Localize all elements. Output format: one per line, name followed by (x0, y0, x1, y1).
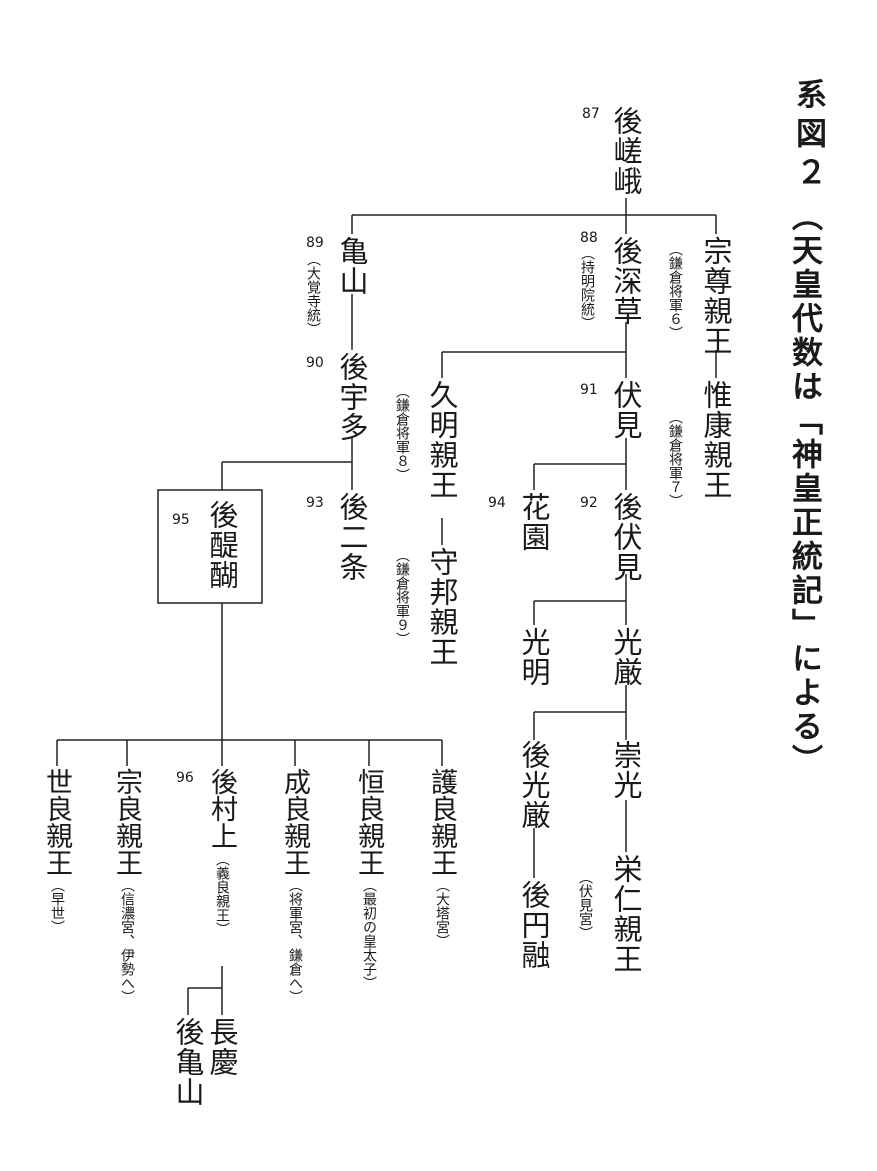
note-nariyoshi: （将軍宮、鎌倉へ） (287, 878, 303, 1004)
page-title: 系図２ (790, 78, 826, 195)
node-gomurakami: 後村上 (206, 768, 237, 849)
note-shogun7: （鎌倉将軍７） (667, 410, 683, 508)
node-kameyama: 亀山 (335, 236, 369, 296)
note-shogun8: （鎌倉将軍８） (394, 384, 410, 482)
node-yoshihito: 栄仁親王 (609, 854, 643, 974)
node-munetaka: 宗尊親王 (699, 236, 733, 356)
number-gofushimi: 92 (580, 495, 598, 511)
node-chokei: 長慶 (205, 1017, 239, 1077)
node-gouda: 後宇多 (335, 352, 369, 442)
node-gosaga: 後嵯峨 (609, 106, 643, 196)
node-gokameyama: 後亀山 (171, 1017, 205, 1107)
node-moriyoshi: 護良親王 (426, 768, 457, 876)
note-fushiminomiya: （伏見宮） (577, 870, 593, 940)
number-gonijo: 93 (306, 495, 324, 511)
note-gomurakami: （義良親王） (214, 852, 230, 936)
note-shogun6: （鎌倉将軍６） (667, 242, 683, 340)
number-gouda: 90 (306, 355, 324, 371)
note-shogun9: （鎌倉将軍９） (394, 548, 410, 646)
number-godaigo: 95 (172, 512, 190, 528)
node-morikuni: 守邦親王 (425, 547, 459, 667)
note-daikakuji: （大覚寺統） (305, 252, 321, 336)
node-koreyasu: 惟康親王 (699, 380, 733, 500)
node-hanazono: 花園 (517, 492, 551, 552)
number-gofukakusa: 88 (580, 230, 598, 246)
node-gonijo: 後二条 (335, 492, 369, 582)
number-gomurakami: 96 (176, 770, 194, 786)
note-muneyoshi: （信濃宮、伊勢へ） (119, 878, 135, 1004)
note-sose: （早世） (49, 878, 65, 934)
note-tsuneyoshi: （最初の皇太子） (361, 878, 377, 990)
number-kameyama: 89 (306, 235, 324, 251)
godaigo-box (157, 489, 263, 604)
node-fushimi: 伏見 (609, 380, 643, 440)
node-gofushimi: 後伏見 (609, 492, 643, 582)
number-fushimi: 91 (580, 382, 598, 398)
node-goenyu: 後円融 (517, 880, 551, 970)
note-moriyoshi: （大塔宮） (434, 878, 450, 948)
node-tsuneyoshi: 恒良親王 (353, 768, 384, 876)
number-gosaga: 87 (582, 106, 600, 122)
node-hisaaki: 久明親王 (425, 380, 459, 500)
node-kogon: 光厳 (609, 627, 643, 687)
page-subtitle: （天皇代数は「神皇正統記」による） (786, 200, 822, 778)
node-komyo: 光明 (517, 627, 551, 687)
note-jimyoin: （持明院統） (579, 246, 595, 330)
node-gokogon: 後光厳 (517, 740, 551, 830)
node-nariyoshi: 成良親王 (279, 768, 310, 876)
node-muneyoshi: 宗良親王 (111, 768, 142, 876)
node-suko: 崇光 (609, 740, 643, 800)
node-godaigo: 後醍醐 (205, 500, 239, 590)
number-hanazono: 94 (488, 495, 506, 511)
node-yoyoshi: 世良親王 (41, 768, 72, 876)
node-gofukakusa: 後深草 (609, 236, 643, 326)
